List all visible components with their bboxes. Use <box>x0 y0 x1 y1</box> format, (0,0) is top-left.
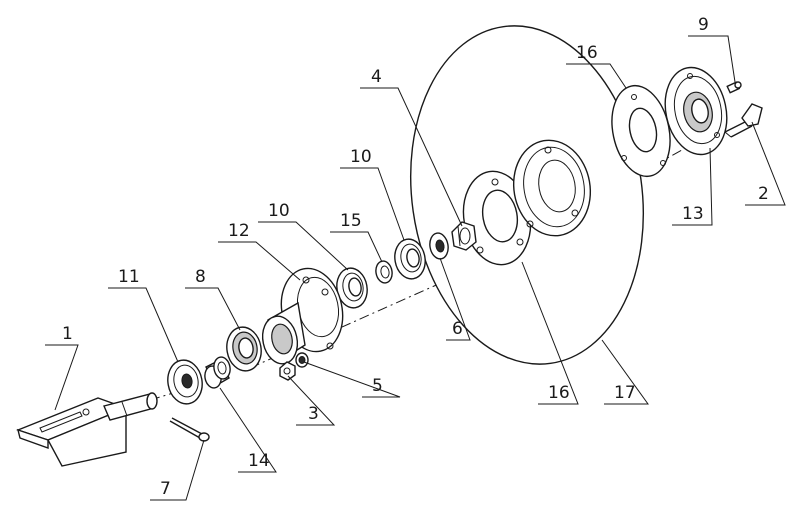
callout-10a: 10 <box>350 147 372 167</box>
bolt <box>724 103 763 138</box>
callout-5: 5 <box>372 376 383 396</box>
callout-2: 2 <box>758 184 769 204</box>
callout-3: 3 <box>308 404 319 424</box>
callout-15: 15 <box>340 211 362 231</box>
disc-hub-flange <box>512 139 592 237</box>
split-pin <box>169 417 210 442</box>
bearing-cap <box>664 66 728 156</box>
callout-14: 14 <box>248 451 270 471</box>
callout-8: 8 <box>195 267 206 287</box>
leader-lines <box>45 35 786 501</box>
callout-4: 4 <box>371 67 382 87</box>
callout-labels: 1 2 3 4 5 6 7 8 9 10 10 11 12 13 14 15 1… <box>62 15 769 499</box>
seal-ring <box>226 326 262 372</box>
hub-housing <box>261 267 344 365</box>
callout-10b: 10 <box>268 201 290 221</box>
gasket-plate-back <box>611 84 671 178</box>
mounting-bracket <box>15 392 158 467</box>
spring-washer <box>295 352 309 368</box>
callout-1: 1 <box>62 324 73 344</box>
sleeve-bushing <box>204 356 231 389</box>
callout-9: 9 <box>698 15 709 35</box>
spacer-ring <box>375 260 393 284</box>
grease-nipple <box>726 81 742 94</box>
washer <box>429 232 449 260</box>
bearing-outer <box>394 238 426 280</box>
castle-nut <box>451 221 477 251</box>
callout-17: 17 <box>614 383 636 403</box>
callout-6: 6 <box>452 319 463 339</box>
callout-11: 11 <box>118 267 140 287</box>
dust-washer <box>167 359 203 405</box>
callout-7: 7 <box>160 479 171 499</box>
callout-13: 13 <box>682 204 704 224</box>
hex-nut <box>279 361 296 381</box>
callout-12: 12 <box>228 221 250 241</box>
callout-16a: 16 <box>576 43 598 63</box>
callout-16b: 16 <box>548 383 570 403</box>
gasket-plate-front <box>462 170 532 266</box>
